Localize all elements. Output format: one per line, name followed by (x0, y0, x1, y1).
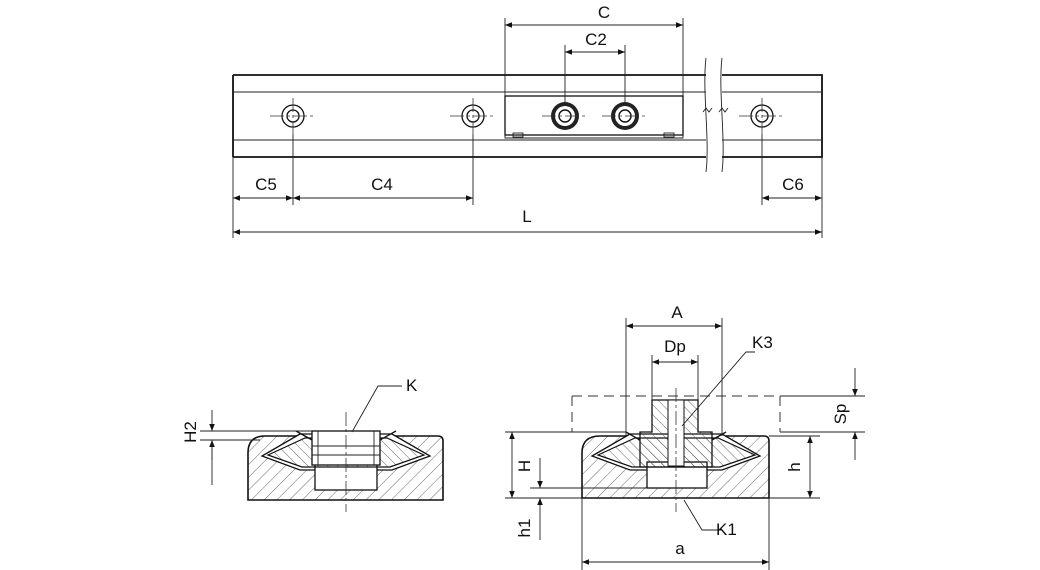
callout-k: K (351, 376, 418, 433)
dimension-c5: C5 (233, 175, 293, 201)
label-h1: h1 (515, 519, 534, 538)
carriage-bolt-2 (602, 102, 648, 130)
label-c6: C6 (782, 175, 804, 194)
mounting-hole-2 (450, 98, 496, 134)
label-h-upper: H (515, 460, 534, 472)
dimension-a-upper: A (625, 303, 723, 436)
label-c2: C2 (585, 30, 607, 49)
label-a-upper: A (671, 303, 683, 322)
rail-cross-section: H2 K (181, 376, 444, 512)
callout-k1: K1 (683, 499, 737, 539)
label-c5: C5 (255, 175, 277, 194)
dimension-a-lower: a (581, 498, 770, 570)
dimension-h2: H2 (181, 410, 215, 485)
dimension-dp: Dp (651, 337, 699, 400)
label-k3: K3 (752, 333, 773, 352)
callout-k3: K3 (681, 333, 773, 427)
label-a-lower: a (675, 539, 685, 558)
dimension-sp: Sp (780, 368, 865, 460)
carriage (504, 95, 684, 139)
mounting-hole-1 (270, 98, 316, 134)
dimension-h1: h1 (515, 458, 647, 540)
dimension-h-upper: H (505, 431, 626, 499)
label-l: L (522, 207, 531, 226)
label-dp: Dp (664, 337, 686, 356)
dimension-c: C (504, 3, 684, 96)
rail-top-view: C C2 C5 C4 C6 L (232, 3, 823, 238)
label-c4: C4 (371, 175, 393, 194)
dimension-l: L (233, 207, 822, 235)
label-k1: K1 (716, 520, 737, 539)
carriage-cross-section: A Dp K3 Sp h H (505, 303, 865, 570)
dimension-c2: C2 (564, 30, 626, 102)
label-k: K (406, 376, 418, 395)
dimension-c6: C6 (762, 175, 822, 201)
dimension-h-lower: h (769, 435, 820, 499)
mounting-hole-3 (739, 98, 785, 134)
label-h-lower: h (785, 462, 804, 471)
label-c: C (598, 3, 610, 22)
label-h2: H2 (181, 421, 200, 443)
carriage-bolt-1 (542, 102, 588, 130)
dimension-c4: C4 (293, 175, 473, 201)
label-sp: Sp (831, 404, 850, 425)
